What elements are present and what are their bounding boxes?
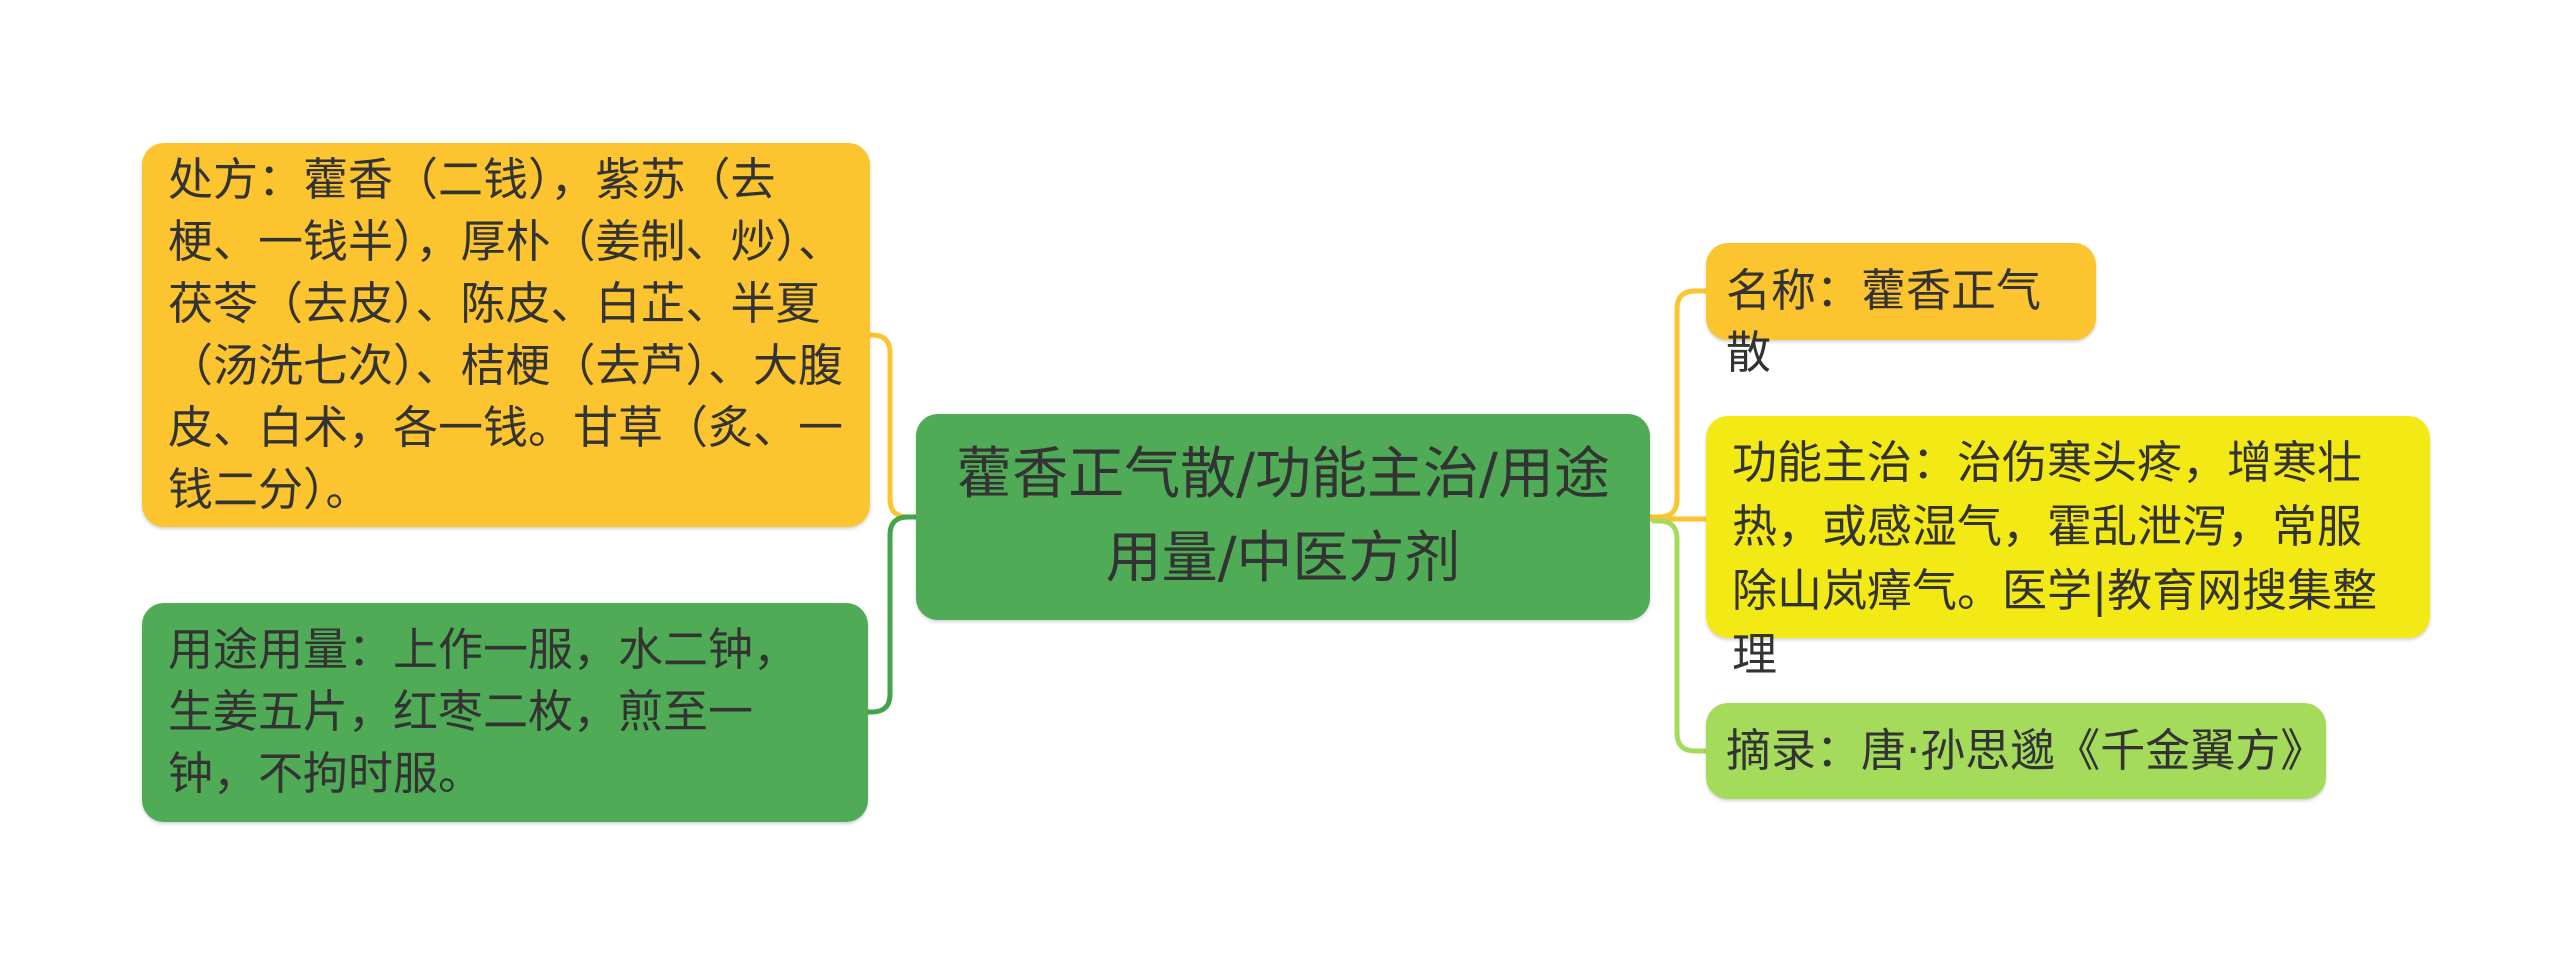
node-usage[interactable]: 用途用量：上作一服，水二钟，生姜五片，红枣二枚，煎至一钟，不拘时服。 (142, 603, 868, 822)
node-prescription[interactable]: 处方：藿香（二钱），紫苏（去梗、一钱半），厚朴（姜制、炒）、茯苓（去皮）、陈皮、… (142, 143, 870, 527)
node-name-text: 名称：藿香正气散 (1726, 264, 2042, 379)
node-indications[interactable]: 功能主治：治伤寒头疼，增寒壮热，或感湿气，霍乱泄泻，常服除山岚瘴气。医学|教育网… (1706, 416, 2430, 681)
node-excerpt-text: 摘录：唐·孙思邈《千金翼方》 (1726, 724, 2326, 777)
node-prescription-text: 处方：藿香（二钱），紫苏（去梗、一钱半），厚朴（姜制、炒）、茯苓（去皮）、陈皮、… (168, 153, 844, 516)
node-excerpt[interactable]: 摘录：唐·孙思邈《千金翼方》 (1706, 703, 2326, 799)
edge-root-to-name (1650, 288, 1708, 520)
node-root[interactable]: 藿香正气散/功能主治/用途用量/中医方剂 (916, 414, 1650, 620)
node-root-text: 藿香正气散/功能主治/用途用量/中医方剂 (956, 442, 1610, 591)
edge-root-to-excerpt (1652, 518, 1708, 754)
node-name[interactable]: 名称：藿香正气散 (1706, 243, 2096, 379)
node-indications-text: 功能主治：治伤寒头疼，增寒壮热，或感湿气，霍乱泄泻，常服除山岚瘴气。医学|教育网… (1732, 436, 2378, 681)
edge-root-to-usage (854, 514, 918, 715)
node-usage-text: 用途用量：上作一服，水二钟，生姜五片，红枣二枚，煎至一钟，不拘时服。 (168, 623, 799, 800)
